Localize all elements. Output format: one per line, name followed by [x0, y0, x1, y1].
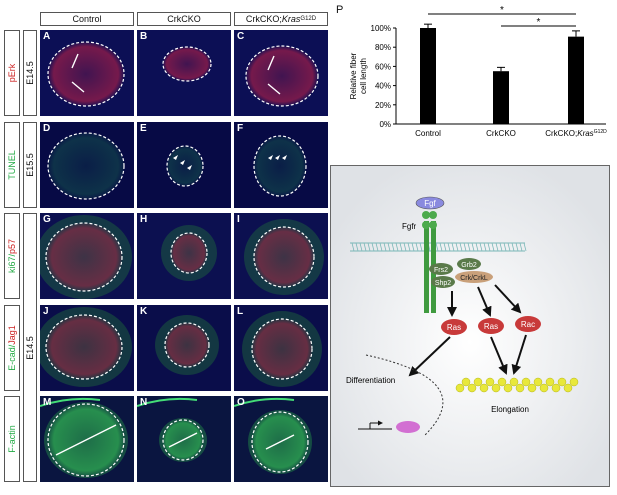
bar-2 [568, 36, 584, 124]
micrograph-panel-f: F [234, 122, 328, 208]
panel-letter-h: H [140, 214, 148, 225]
panel-letter-o: O [237, 397, 245, 408]
panel-letter-e: E [140, 123, 147, 134]
panel-letter-b: B [140, 31, 148, 42]
stage-label-e15-5: E15.5 [23, 122, 37, 208]
row-label-tunel: TUNEL [4, 122, 20, 208]
arrow-to-ras-2 [477, 286, 492, 317]
y-tick-label: 40% [375, 82, 391, 91]
micrograph-panel-j: J [40, 305, 134, 391]
ras-node-1 [441, 319, 467, 335]
crk-label: Crk/CrkL [460, 275, 488, 282]
micrograph-panel-n: N [137, 396, 231, 482]
significance-star-0: * [500, 6, 504, 16]
row-label-ecad-jag1: E-cad/Jag1 [4, 305, 20, 391]
row-label-factin: F-actin [4, 396, 20, 482]
rac-node [515, 316, 541, 332]
ras-node-2 [478, 318, 504, 334]
bar-0 [420, 28, 436, 124]
actin-filament [455, 377, 579, 393]
stage-label-e14-5-bottom: E14.5 [23, 213, 37, 482]
micrograph-panel-e: E [137, 122, 231, 208]
fgf-label: Fgf [424, 199, 436, 208]
y-tick-label: 100% [371, 24, 391, 33]
x-tick-label-0: Control [415, 129, 441, 138]
ras-label-1: Ras [447, 323, 461, 332]
elongation-label: Elongation [491, 405, 529, 414]
micrograph-panel-l: L [234, 305, 328, 391]
micrograph-panel-i: I [234, 213, 328, 299]
fiber-length-bar-chart: 0% 20% 40% 60% 80% 100% Relative fibercell len… [349, 6, 607, 138]
shp2-label: Shp2 [435, 280, 451, 287]
panel-letter-n: N [140, 397, 148, 408]
panel-letter-j: J [43, 306, 49, 317]
micrograph-panel-m: M [40, 396, 134, 482]
panel-letter-l: L [237, 306, 244, 317]
y-tick-label: 80% [375, 43, 391, 52]
row-label-ki67-p57: ki67/p57 [4, 213, 20, 299]
micrograph-panel-d: D [40, 122, 134, 208]
row-label-perk: pErk [4, 30, 20, 116]
panel-letter-m: M [43, 397, 52, 408]
panel-letter-k: K [140, 306, 148, 317]
arrow-to-differentiation [408, 336, 451, 377]
micrograph-panel-a: A [40, 30, 134, 116]
significance-star-1: * [537, 17, 541, 28]
differentiation-label: Differentiation [346, 376, 395, 385]
grb2-label: Grb2 [461, 262, 477, 269]
x-tick-label-1: CrkCKO [486, 129, 516, 138]
column-header-crkcko: CrkCKO [137, 12, 231, 26]
crk-node [455, 271, 493, 283]
column-header-control: Control [40, 12, 134, 26]
y-tick-label: 20% [375, 101, 391, 110]
panel-letter-f: F [237, 123, 244, 134]
panel-letter-g: G [43, 214, 51, 225]
rac-label: Rac [521, 320, 535, 329]
micrograph-panel-b: B [137, 30, 231, 116]
shp2-node [431, 276, 455, 288]
ras-label-2: Ras [484, 322, 498, 331]
gene-product [396, 421, 420, 433]
panel-letter-d: D [43, 123, 51, 134]
fgfr-label: Fgfr [402, 222, 417, 231]
panel-letter-i: I [237, 214, 240, 225]
y-axis-label: Relative fibercell length [349, 52, 368, 99]
micrograph-panel-c: C [234, 30, 328, 116]
arrow-to-rac [494, 284, 522, 314]
x-tick-label-2: CrkCKO;KrasG12D [545, 129, 607, 138]
schematic-background [331, 166, 609, 486]
panel-p-letter: P [336, 4, 344, 16]
arrow-ras-to-elongation [490, 336, 508, 375]
grb2-node [457, 258, 481, 270]
panel-letter-a: A [43, 31, 51, 42]
y-tick-label: 0% [379, 120, 391, 129]
panel-letter-c: C [237, 31, 245, 42]
signaling-schematic: Fgf Fgfr Frs2 Shp2 Grb2 Crk/CrkL Ras Ras… [331, 166, 609, 486]
frs2-label: Frs2 [434, 267, 448, 274]
frs2-node [429, 263, 453, 275]
fgf-ligand [415, 196, 445, 210]
bar-1 [493, 71, 509, 124]
arrow-rac-to-elongation [511, 334, 527, 375]
y-tick-label: 60% [375, 62, 391, 71]
micrograph-panel-k: K [137, 305, 231, 391]
nuclear-boundary [365, 354, 444, 436]
micrograph-panel-h: H [137, 213, 231, 299]
gene-promoter [358, 423, 392, 430]
micrograph-panel-o: O [234, 396, 328, 482]
stage-label-e14-5-top: E14.5 [23, 30, 37, 116]
micrograph-panel-g: G [40, 213, 134, 299]
